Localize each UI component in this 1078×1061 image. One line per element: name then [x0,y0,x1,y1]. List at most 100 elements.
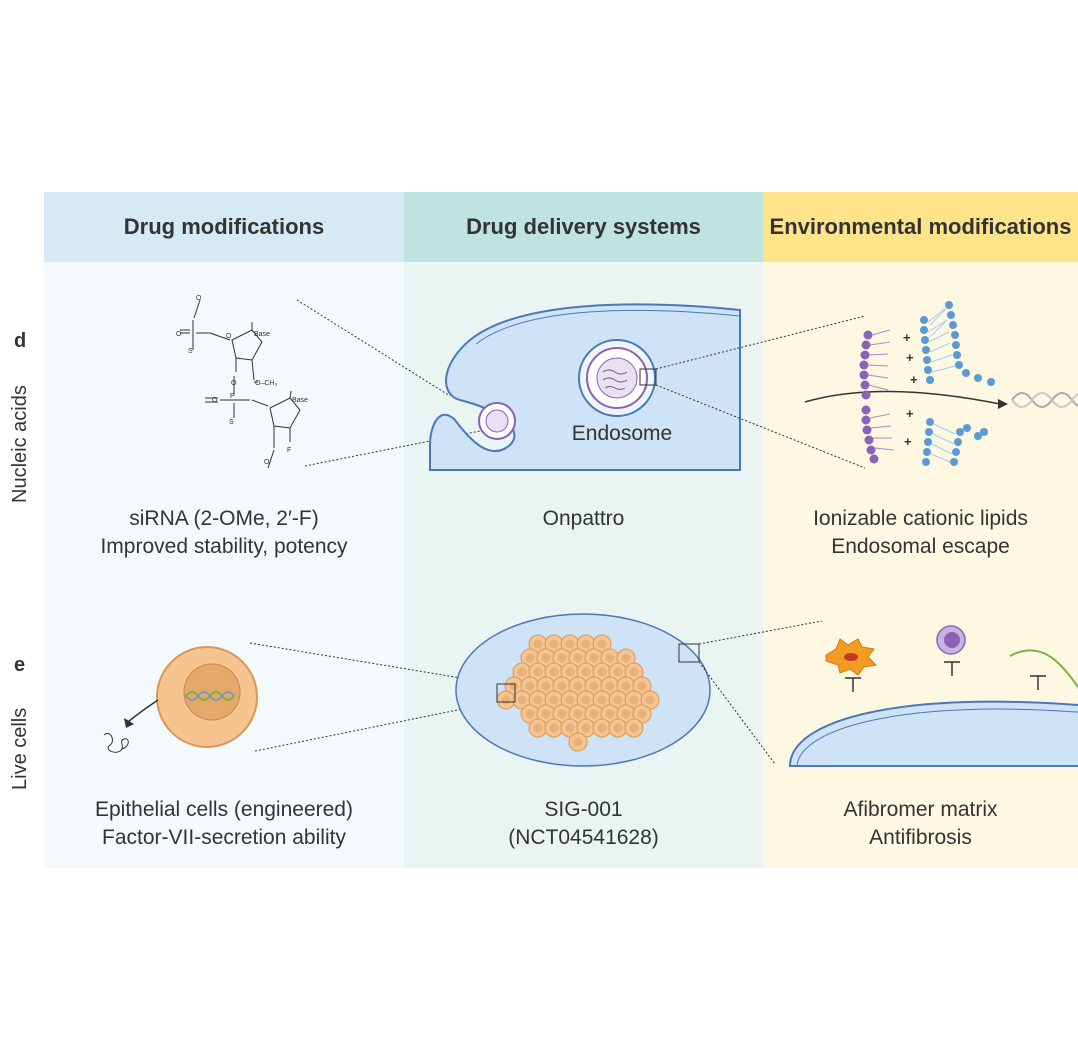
encapsulated-cell-nucleus [565,695,575,705]
caption-line: siRNA (2-OMe, 2′-F) [129,507,319,530]
label-och3: O–CH₃ [255,380,277,387]
caption-line: Endosomal escape [831,535,1010,558]
encapsulated-cell-nucleus [589,681,599,691]
encapsulated-cell-nucleus [597,723,607,733]
encapsulated-cell-nucleus [573,681,583,691]
caption-epithelial-cells: Epithelial cells (engineered) Factor-VII… [44,796,404,852]
encapsulated-cell-nucleus [605,681,615,691]
encapsulated-cell-nucleus [517,667,527,677]
header-environmental-modifications: Environmental modifications [763,192,1078,262]
encapsulated-cell-nucleus [533,723,543,733]
sirna-structure-diagram [180,299,301,469]
label-o2: O [231,380,237,387]
encapsulated-cell-nucleus [581,695,591,705]
encapsulated-cell-nucleus [541,681,551,691]
endosomal-lipid-layer-lower [922,418,988,466]
label-oxygen: O [176,331,182,338]
encapsulated-cell-nucleus [621,653,631,663]
encapsulated-cell-nucleus [525,709,535,719]
endosomal-lipid-tails-upper [927,307,956,373]
encapsulated-cell-nucleus [629,695,639,705]
encapsulated-cell-nucleus [581,667,591,677]
caption-line: Improved stability, potency [100,535,348,558]
encapsulated-cell-nucleus [565,723,575,733]
encapsulated-cell-nucleus [589,709,599,719]
encapsulated-cell-nucleus [629,723,639,733]
encapsulated-cell-nucleus [597,695,607,705]
afibromer-surface-diagram [788,625,1078,767]
encapsulated-cell-nucleus [613,667,623,677]
encapsulated-cell-nucleus [533,695,543,705]
cell-capsule-sig001 [455,613,711,767]
encapsulated-cell-nucleus [525,653,535,663]
plus-charges: + + + + + [903,330,918,449]
encapsulated-cell-nucleus [549,723,559,733]
encapsulated-cell-nucleus [557,681,567,691]
label-o1: O [226,333,232,340]
label-s2: S [229,419,234,426]
encapsulated-cells [496,634,660,752]
implant-surface [788,700,1078,767]
caption-afibromer: Afibromer matrix Antifibrosis [763,796,1078,852]
svg-text:+: + [906,350,914,365]
connector-line [249,642,498,685]
endosomal-lipid-tails-lower [930,423,956,463]
connector-line [254,701,498,752]
secreted-protein [103,732,129,753]
encapsulated-cell-nucleus [541,709,551,719]
cationic-lipid-layer [859,330,879,464]
caption-line: Antifibrosis [869,826,972,849]
label-s: S [188,348,193,355]
encapsulated-cell-nucleus [517,695,527,705]
svg-text:+: + [903,330,911,345]
label-o-top: O [196,295,202,302]
encapsulated-cell-nucleus [581,639,591,649]
encapsulated-cell-nucleus [605,653,615,663]
label-base-1: Base [254,331,270,338]
secretion-arrow [127,699,159,723]
encapsulated-cell-nucleus [573,737,583,747]
encapsulated-cell-nucleus [621,709,631,719]
encapsulated-cell-nucleus [621,681,631,691]
encapsulated-cell-nucleus [629,667,639,677]
encapsulated-cell-nucleus [597,667,607,677]
header-label: Environmental modifications [769,214,1072,239]
column-bg-drug-modifications [44,262,404,868]
zoom-box [496,683,516,703]
cell-endocytosis-diagram [429,303,741,471]
encapsulated-cell-nucleus [541,653,551,663]
connector-line [655,384,866,469]
cell-membrane-inner [475,309,741,345]
caption-line: Epithelial cells (engineered) [95,798,353,821]
sirna-structure-labels: O O S O Base O O–CH₃ O P S Base F O [176,295,308,466]
header-label: Drug modifications [123,214,325,239]
encapsulated-cell-nucleus [557,709,567,719]
encapsulated-cell-nucleus [533,667,543,677]
caption-sirna: siRNA (2-OMe, 2′-F) Improved stability, … [44,505,404,561]
label-o3: O [212,397,218,404]
encapsulated-cell-nucleus [525,681,535,691]
connector-line [698,620,823,645]
connector-line [296,299,451,397]
encapsulated-cell-nucleus [637,681,647,691]
fibroblast-fiber-icon [1009,649,1078,689]
caption-sig-001: SIG-001 (NCT04541628) [404,796,763,852]
caption-line: Factor-VII-secretion ability [102,826,346,849]
zoom-box [678,643,700,663]
encapsulated-cell-nucleus [573,709,583,719]
encapsulated-cell-nucleus [645,695,655,705]
cell-nucleus [183,663,241,721]
caption-line: Ionizable cationic lipids [813,507,1028,530]
caption-line: SIG-001 [544,798,623,821]
header-label: Drug delivery systems [466,214,701,239]
encapsulated-cell-nucleus [549,695,559,705]
encapsulated-cell-nucleus [613,723,623,733]
caption-ionizable-lipids: Ionizable cationic lipids Endosomal esca… [763,505,1078,561]
cationic-lipid-tails [867,329,895,451]
encapsulated-cell-nucleus [573,653,583,663]
label-p: P [230,393,235,400]
endosome-label: Endosome [572,422,672,445]
zoom-box [639,368,657,386]
inhibition-symbols [845,661,1046,692]
